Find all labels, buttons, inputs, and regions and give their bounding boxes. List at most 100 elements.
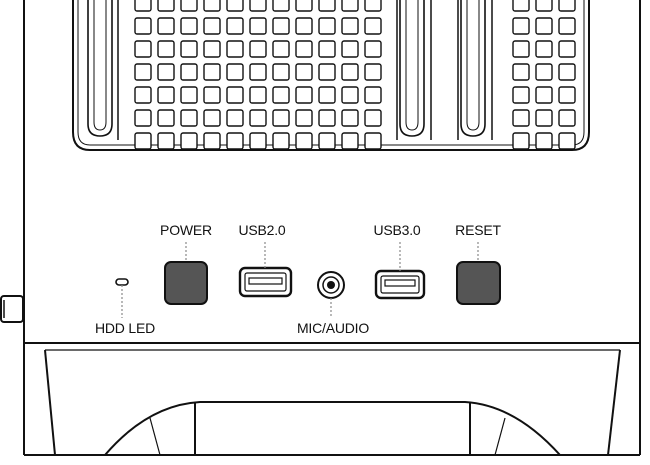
reset-button[interactable] — [456, 261, 501, 305]
vent-hole — [134, 63, 152, 81]
vent-grille — [72, 0, 590, 151]
vent-hole — [157, 40, 175, 58]
vent-hole — [318, 63, 336, 81]
vent-hole — [249, 86, 267, 104]
vent-hole — [535, 63, 553, 81]
vent-hole — [341, 17, 359, 35]
vent-hole — [203, 109, 221, 127]
vent-slot-inner — [93, 0, 107, 131]
vent-hole — [180, 63, 198, 81]
vent-hole — [157, 63, 175, 81]
vent-hole — [318, 17, 336, 35]
vent-hole — [157, 17, 175, 35]
mic-audio-jack[interactable] — [317, 271, 345, 299]
vent-hole — [512, 63, 530, 81]
side-latch — [0, 295, 24, 323]
vent-hole — [318, 40, 336, 58]
vent-hole — [295, 109, 313, 127]
hdd-led — [115, 278, 129, 286]
vent-hole — [134, 132, 152, 150]
vent-hole — [180, 132, 198, 150]
vent-hole — [558, 0, 576, 12]
vent-hole — [535, 17, 553, 35]
vent-hole — [535, 40, 553, 58]
vent-hole — [226, 0, 244, 12]
vent-hole — [341, 132, 359, 150]
vent-hole — [295, 40, 313, 58]
mic-audio-label: MIC/AUDIO — [296, 320, 370, 336]
vent-hole — [558, 40, 576, 58]
vent-hole — [134, 17, 152, 35]
vent-hole — [364, 0, 382, 12]
vent-hole — [272, 86, 290, 104]
usb3-port[interactable] — [374, 269, 426, 300]
vent-hole — [249, 0, 267, 12]
vent-hole — [364, 132, 382, 150]
vent-hole — [180, 17, 198, 35]
vent-hole — [226, 109, 244, 127]
vent-hole — [226, 63, 244, 81]
vent-hole — [512, 0, 530, 12]
vent-hole — [203, 40, 221, 58]
vent-hole — [535, 86, 553, 104]
vent-hole — [512, 132, 530, 150]
vent-hole — [203, 86, 221, 104]
vent-hole — [364, 86, 382, 104]
vent-hole — [134, 0, 152, 12]
vent-hole — [364, 109, 382, 127]
vent-hole — [249, 109, 267, 127]
vent-hole — [295, 63, 313, 81]
case-base — [24, 342, 640, 456]
vent-hole — [295, 132, 313, 150]
vent-hole — [318, 86, 336, 104]
vent-hole — [295, 86, 313, 104]
case-body — [23, 0, 641, 456]
vent-hole — [512, 109, 530, 127]
vent-hole — [134, 109, 152, 127]
vent-hole — [318, 0, 336, 12]
vent-hole — [272, 17, 290, 35]
vent-hole — [558, 86, 576, 104]
vent-hole — [341, 0, 359, 12]
vent-hole — [341, 109, 359, 127]
vent-hole — [272, 40, 290, 58]
vent-hole — [226, 86, 244, 104]
vent-hole — [226, 40, 244, 58]
vent-hole — [157, 0, 175, 12]
vent-hole — [180, 109, 198, 127]
vent-hole — [180, 86, 198, 104]
vent-slot-inner — [405, 0, 419, 131]
vent-slot-inner — [466, 0, 480, 131]
vent-hole — [295, 17, 313, 35]
usb2-port[interactable] — [238, 266, 293, 298]
vent-hole — [226, 17, 244, 35]
vent-hole — [341, 40, 359, 58]
vent-hole — [535, 0, 553, 12]
vent-hole — [512, 86, 530, 104]
vent-hole — [180, 40, 198, 58]
vent-hole — [249, 63, 267, 81]
vent-hole — [558, 132, 576, 150]
vent-hole — [249, 17, 267, 35]
vent-hole — [318, 109, 336, 127]
vent-hole — [341, 86, 359, 104]
reset-label: RESET — [455, 222, 501, 238]
vent-slots — [87, 0, 486, 137]
vent-hole — [558, 17, 576, 35]
vent-hole — [295, 0, 313, 12]
vent-hole — [157, 86, 175, 104]
usb2-label: USB2.0 — [238, 222, 286, 238]
vent-hole — [535, 132, 553, 150]
vent-hole — [341, 63, 359, 81]
vent-hole — [226, 132, 244, 150]
vent-hole — [558, 63, 576, 81]
vent-holes — [134, 0, 576, 150]
vent-hole — [203, 63, 221, 81]
vent-hole — [364, 63, 382, 81]
power-button[interactable] — [164, 261, 208, 305]
vent-hole — [364, 17, 382, 35]
vent-hole — [203, 0, 221, 12]
vent-hole — [558, 109, 576, 127]
vent-hole — [318, 132, 336, 150]
